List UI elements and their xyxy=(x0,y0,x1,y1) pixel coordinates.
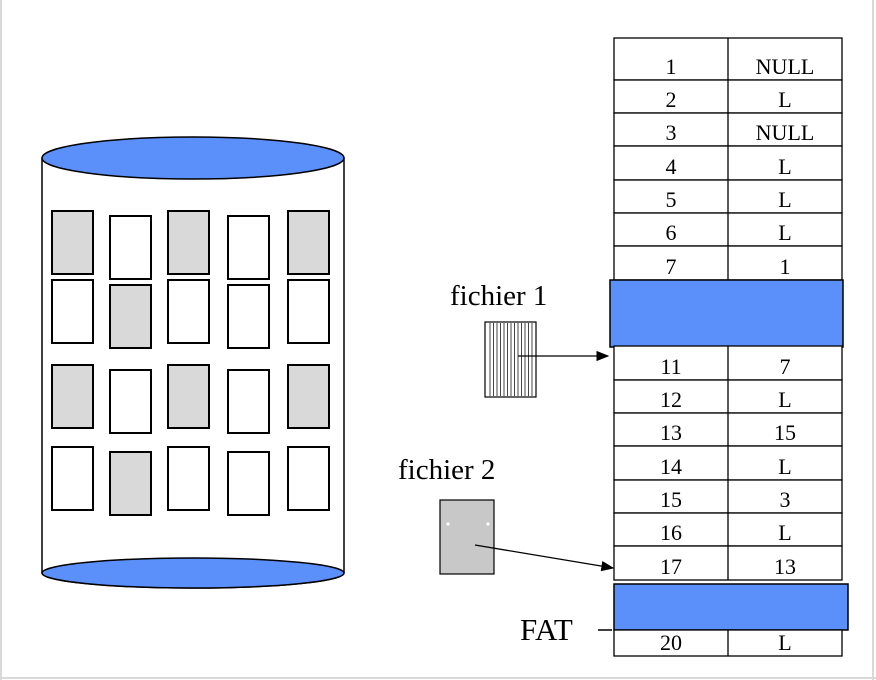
fat-row: 1 NULL xyxy=(613,37,843,81)
fat-value-cell: NULL xyxy=(756,54,815,79)
disk-block-free xyxy=(287,446,330,511)
frame-bottom-border xyxy=(0,677,876,679)
fat-index-cell: 12 xyxy=(660,387,682,412)
disk-block-free xyxy=(51,446,94,511)
frame-right-border xyxy=(872,0,874,680)
file2-group xyxy=(439,499,615,575)
fat-index-cell: 6 xyxy=(666,220,677,245)
disk-top-ellipse xyxy=(41,136,345,180)
file2-dot-right xyxy=(486,522,490,526)
disk-block-used xyxy=(287,210,330,275)
fat-value-cell: L xyxy=(778,154,791,179)
disk-block-used xyxy=(109,284,152,349)
fat-label: FAT xyxy=(520,612,573,647)
disk-block-free xyxy=(227,215,270,280)
disk-block-used xyxy=(51,210,94,275)
file2-dot-left xyxy=(446,522,450,526)
fat-row: 20 L xyxy=(613,629,843,657)
fat-value-cell: 3 xyxy=(780,487,791,512)
fat-row: 13 15 xyxy=(613,412,843,447)
file2-arrow xyxy=(474,544,615,572)
fat-index-cell: 17 xyxy=(660,554,682,579)
fat-value-cell: L xyxy=(778,454,791,479)
disk-block-free xyxy=(167,279,210,344)
fat-index-cell: 3 xyxy=(666,120,677,145)
fat-index-cell: 11 xyxy=(660,354,681,379)
fat-value-cell: 13 xyxy=(774,554,796,579)
fat-index-cell: 13 xyxy=(660,420,682,445)
fat-index-cell: 5 xyxy=(666,187,677,212)
disk-block-free xyxy=(227,451,270,516)
disk-block-free xyxy=(167,446,210,511)
disk-block-free xyxy=(227,369,270,434)
fat-value-cell: 15 xyxy=(774,420,796,445)
fat-value-cell: 7 xyxy=(780,354,791,379)
disk-block-free xyxy=(109,369,152,434)
disk-block-free xyxy=(287,279,330,344)
fat-index-cell: 7 xyxy=(666,254,677,279)
fat-row: 16 L xyxy=(613,512,843,547)
fat-value-cell: L xyxy=(778,630,791,655)
fat-index-cell: 20 xyxy=(660,630,682,655)
file2-icon xyxy=(439,499,495,575)
frame-left-border xyxy=(0,0,2,680)
fat-row: 15 3 xyxy=(613,479,843,514)
fat-highlight-bar xyxy=(609,279,844,348)
file1-group xyxy=(484,321,610,398)
fat-value-cell: L xyxy=(778,87,791,112)
disk-block-used xyxy=(109,451,152,516)
disk-block-free xyxy=(51,279,94,344)
fat-value-cell: NULL xyxy=(756,120,815,145)
file2-label: fichier 2 xyxy=(398,454,496,486)
fat-index-cell: 14 xyxy=(660,454,682,479)
fat-index-cell: 2 xyxy=(666,87,677,112)
disk-bottom-ellipse xyxy=(41,557,345,589)
disk-block-used xyxy=(287,364,330,429)
fat-index-cell: 1 xyxy=(666,54,677,79)
fat-highlight-bar xyxy=(613,583,849,631)
disk-blocks xyxy=(51,210,330,516)
fat-index-cell: 4 xyxy=(666,154,677,179)
file1-stripes xyxy=(489,323,533,396)
fat-row: 14 L xyxy=(613,445,843,481)
fat-index-cell: 16 xyxy=(660,520,682,545)
disk-block-used xyxy=(167,364,210,429)
disk-block-free xyxy=(109,215,152,280)
disk-cylinder xyxy=(41,136,345,589)
disk-block-used xyxy=(167,210,210,275)
fat-value-cell: L xyxy=(778,387,791,412)
disk-block-free xyxy=(227,284,270,349)
fat-row: 11 7 xyxy=(613,345,843,381)
fat-index-cell: 15 xyxy=(660,487,682,512)
fat-row: 12 L xyxy=(613,379,843,414)
fat-value-cell: 1 xyxy=(780,254,791,279)
file1-label: fichier 1 xyxy=(450,280,548,312)
fat-row: 3 NULL xyxy=(613,112,843,147)
fat-value-cell: L xyxy=(778,220,791,245)
fat-value-cell: L xyxy=(778,520,791,545)
fat-value-cell: L xyxy=(778,187,791,212)
disk-block-used xyxy=(51,364,94,429)
